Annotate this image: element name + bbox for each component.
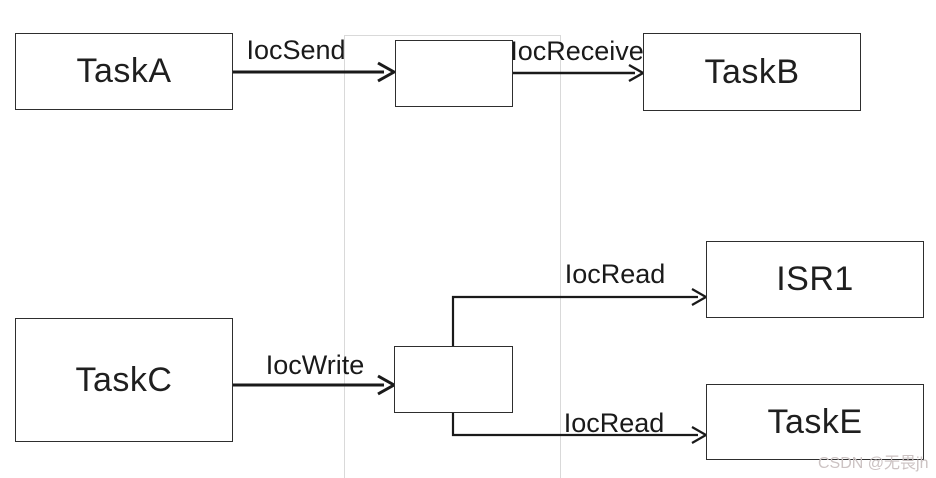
node-isr-1: ISR1 [706, 241, 924, 318]
edge-label-iocreceive: IocReceive [510, 36, 644, 66]
node-task-e: TaskE [706, 384, 924, 460]
arrow-iocsend-head [377, 61, 398, 83]
watermark-text: CSDN @无畏jh [818, 455, 929, 472]
arrow-iocread2-shaft [451, 413, 698, 437]
node-isr-1-label: ISR1 [776, 260, 854, 298]
arrow-iocread1-shaft [451, 295, 698, 346]
edge-label-iocwrite: IocWrite [265, 350, 365, 380]
partition-band [344, 35, 561, 478]
node-ioc-buffer-2 [394, 346, 513, 413]
node-task-a: TaskA [15, 33, 233, 110]
edge-label-iocsend: IocSend [246, 35, 346, 65]
node-task-c: TaskC [15, 318, 233, 442]
node-task-b: TaskB [643, 33, 861, 111]
node-task-e-label: TaskE [767, 402, 863, 441]
node-task-a-label: TaskA [76, 52, 172, 90]
node-task-b-label: TaskB [704, 52, 800, 91]
node-ioc-buffer-1 [395, 40, 513, 107]
edge-label-iocread-taske: IocRead [563, 408, 665, 438]
node-task-c-label: TaskC [75, 360, 173, 399]
edge-label-iocread-isr1: IocRead [564, 259, 666, 289]
